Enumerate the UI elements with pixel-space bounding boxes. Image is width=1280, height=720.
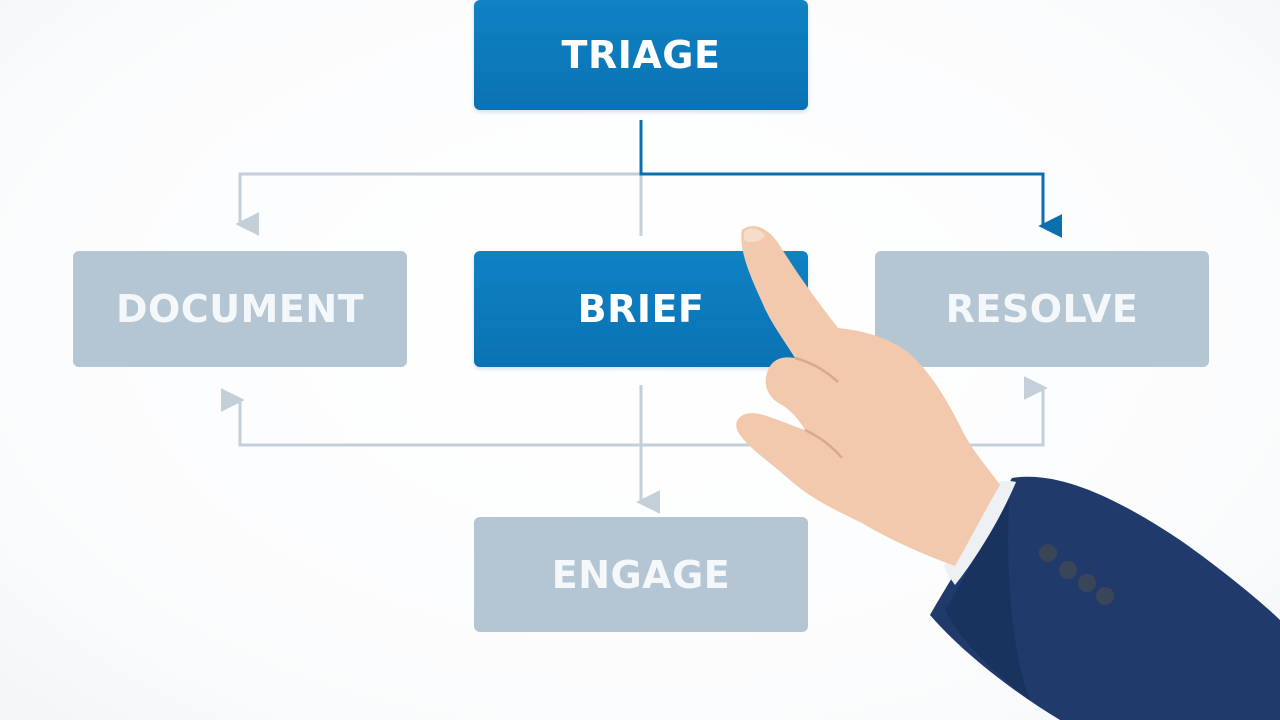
node-brief-label: BRIEF: [577, 287, 705, 331]
node-triage-label: TRIAGE: [561, 33, 721, 77]
node-engage[interactable]: ENGAGE: [474, 517, 808, 632]
node-brief[interactable]: BRIEF: [474, 251, 808, 367]
node-document[interactable]: DOCUMENT: [73, 251, 407, 367]
node-engage-label: ENGAGE: [551, 552, 731, 597]
edge-brief-resolve: [641, 376, 1048, 447]
node-document-label: DOCUMENT: [115, 287, 365, 331]
node-resolve-label: RESOLVE: [945, 287, 1139, 331]
node-triage[interactable]: TRIAGE: [474, 0, 808, 110]
edge-triage-resolve: [639, 120, 1063, 238]
edge-triage-document: [235, 172, 641, 236]
edge-brief-document: [220, 388, 641, 447]
node-resolve[interactable]: RESOLVE: [875, 251, 1209, 367]
